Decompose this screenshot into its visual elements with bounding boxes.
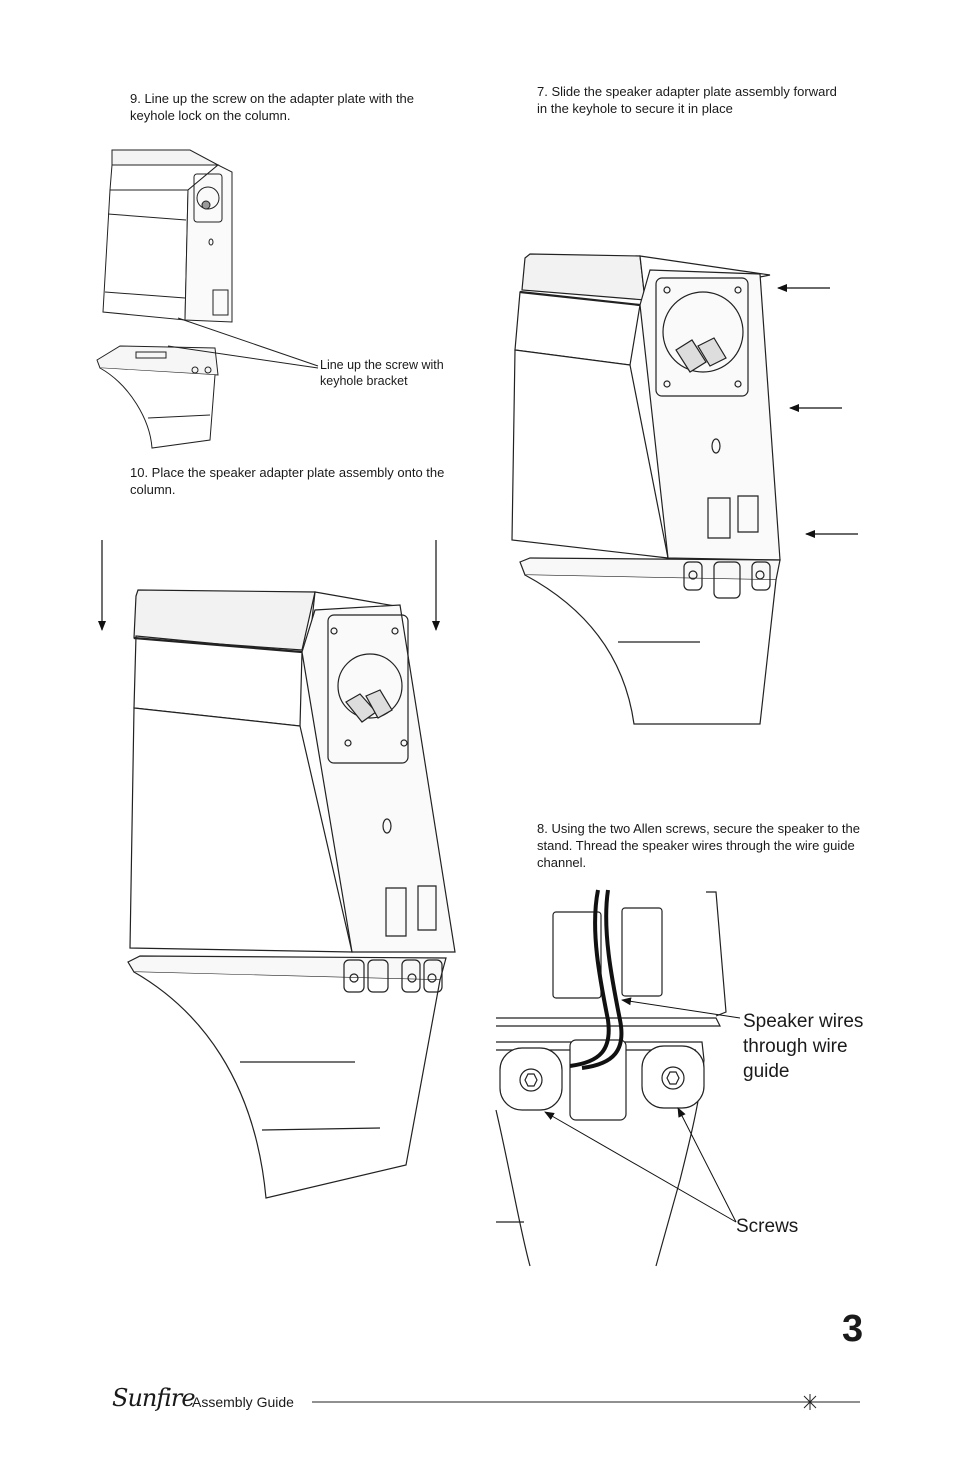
speaker-wires	[570, 890, 621, 1068]
brand-logo: Sunfire	[112, 1384, 196, 1412]
page-number: 3	[842, 1308, 864, 1350]
screw-pointer-arrow-right	[677, 1107, 736, 1222]
speaker-medium	[512, 254, 780, 560]
allen-screws	[520, 1067, 684, 1091]
speaker-small	[103, 150, 232, 322]
callout-speaker-wires: Speaker wires through wire guide	[743, 1011, 864, 1082]
step-9-instruction: 9. Line up the screw on the adapter plat…	[130, 91, 415, 123]
footer-rule	[312, 1394, 860, 1410]
step-7-instruction: 7. Slide the speaker adapter plate assem…	[537, 84, 837, 116]
figure-step-10	[98, 540, 455, 1198]
column-medium	[520, 558, 780, 724]
screw-pointer-arrow-left	[544, 1111, 736, 1222]
wire-pointer-arrow	[621, 997, 740, 1018]
footer-guide-label: Assembly Guide	[192, 1394, 294, 1410]
column-top-small	[97, 346, 218, 448]
column-large	[128, 956, 446, 1198]
figure-step-9	[97, 150, 318, 448]
speaker-large	[130, 590, 455, 952]
figure-step-8	[496, 890, 740, 1266]
step-10-instruction: 10. Place the speaker adapter plate asse…	[130, 465, 445, 497]
step-8-instruction: 8. Using the two Allen screws, secure th…	[537, 821, 861, 870]
callout-line-up-screw: Line up the screw with keyhole bracket	[320, 358, 444, 388]
figure-step-7	[512, 254, 858, 724]
callout-screws: Screws	[736, 1216, 799, 1237]
closeup-column-top	[496, 1040, 704, 1266]
leader-line-1	[178, 318, 318, 366]
leader-line-2	[168, 346, 318, 368]
